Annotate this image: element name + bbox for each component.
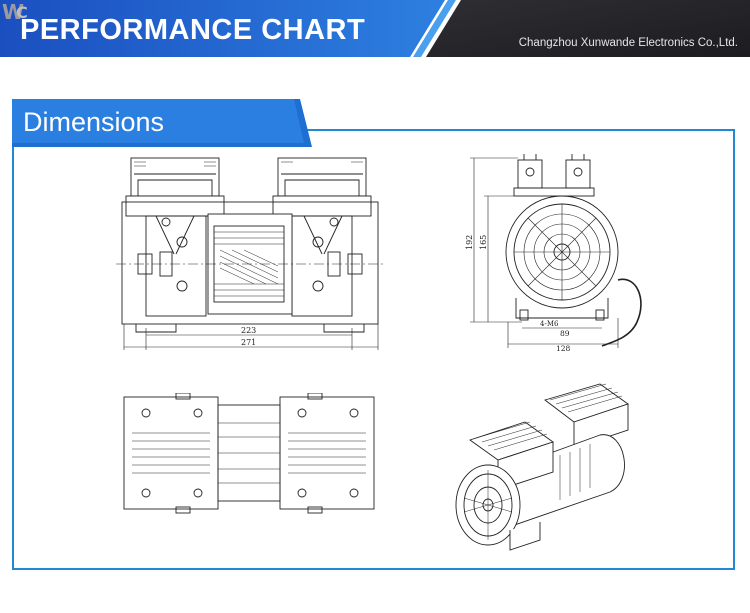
company-name: Changzhou Xunwande Electronics Co.,Ltd.	[518, 37, 738, 49]
section-tab-background	[12, 99, 312, 147]
side-view-drawing: 192 165 4-M6 89 128	[465, 154, 642, 353]
front-section-drawing: 223 271	[116, 157, 384, 350]
dim-height-total-label: 192	[465, 235, 474, 250]
section-tab: Dimensions	[12, 99, 312, 151]
dim-bolt-spacing-label: 89	[560, 329, 570, 338]
page-title: PERFORMANCE CHART	[20, 14, 366, 46]
svg-text:W: W	[2, 0, 24, 24]
section-title: Dimensions	[23, 107, 165, 137]
dim-width-label: 128	[556, 344, 571, 353]
top-view-drawing	[123, 393, 375, 514]
dim-outer-label: 271	[241, 338, 256, 347]
dim-height-base-label: 165	[479, 235, 488, 250]
header-banner: PERFORMANCE CHART W C Changzhou Xunwande…	[0, 0, 750, 60]
dimensions-panel	[12, 129, 735, 570]
header-banner-background	[0, 0, 750, 60]
isometric-view-drawing	[455, 383, 629, 551]
company-logo-icon: W C	[2, 0, 28, 24]
dim-bolts-label: 4-M6	[540, 320, 559, 328]
dim-inner-label: 223	[241, 326, 256, 335]
svg-text:C: C	[16, 3, 28, 22]
